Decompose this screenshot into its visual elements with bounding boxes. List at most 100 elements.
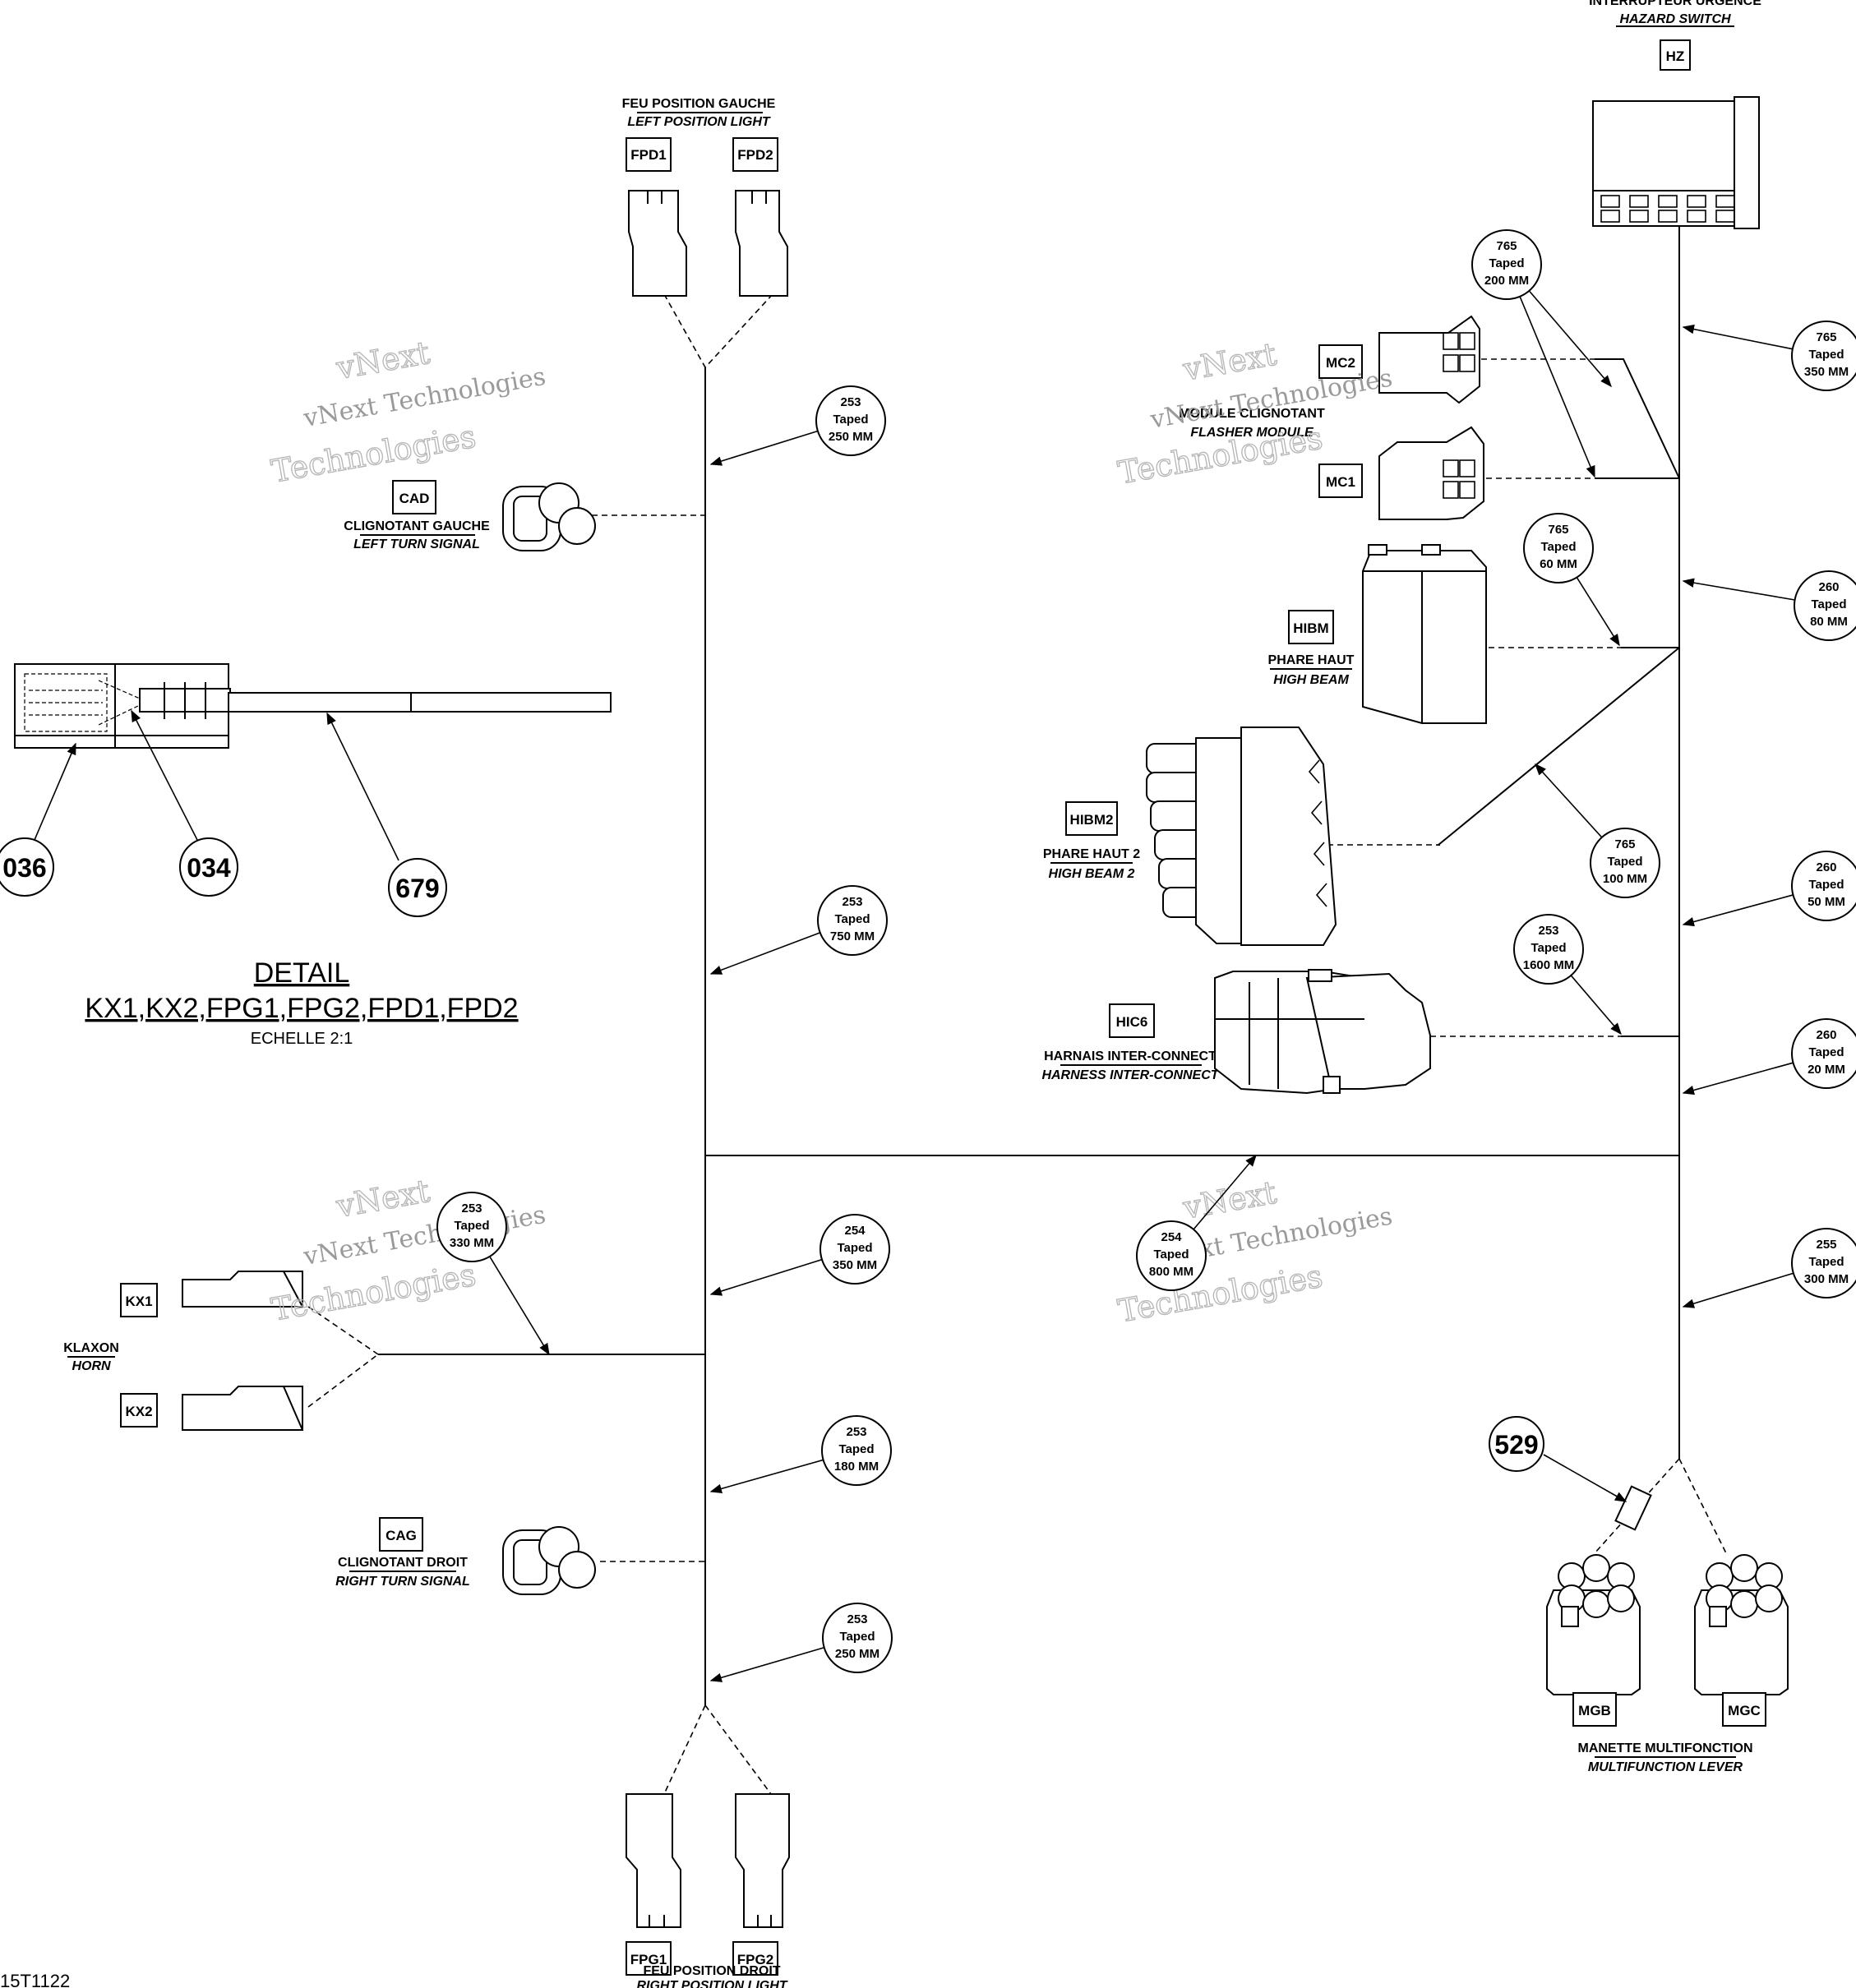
mc2-tag: MC2 <box>1326 355 1355 371</box>
main-harness <box>378 215 1680 1705</box>
kx2-tag: KX2 <box>125 1404 152 1419</box>
fpg-label-fr: FEU POSITION DROIT <box>643 1964 780 1978</box>
callout-wire-length: 350 MM <box>1804 365 1849 379</box>
hibm-label-en: HIGH BEAM <box>1273 673 1349 687</box>
cad-tag: CAD <box>399 491 430 506</box>
cad-label-en: LEFT TURN SIGNAL <box>353 537 480 551</box>
callout-wire-number: 253 <box>1538 924 1558 938</box>
hibm-tag: HIBM <box>1293 620 1328 636</box>
callout-wire-type: Taped <box>1153 1248 1189 1262</box>
detail-part-034-bubble <box>179 837 238 897</box>
detail-subtitle: KX1,KX2,FPG1,FPG2,FPD1,FPD2 <box>85 993 518 1024</box>
callout-leader <box>1682 1272 1794 1308</box>
callout-wire-length: 800 MM <box>1149 1265 1193 1279</box>
callout-leader <box>709 430 819 466</box>
fpg1-tag: FPG1 <box>630 1952 667 1967</box>
callout-leader <box>1193 1154 1257 1230</box>
multifunction-lever: MGB MGC MANETTE MULTIFONCTION MULTIFUNCT… <box>1489 1416 1789 1774</box>
hz-label-fr: INTERRUPTEUR URGENCE <box>1589 0 1761 8</box>
hz-label-en: HAZARD SWITCH <box>1619 12 1731 26</box>
mc-label-fr: MODULE CLIGNOTANT <box>1179 407 1325 421</box>
callout-wire-length: 1600 MM <box>1523 958 1575 972</box>
svg-text:vNext: vNext <box>333 1173 432 1225</box>
callout-wire-type: Taped <box>1808 1045 1844 1059</box>
hibm2-label-fr: PHARE HAUT 2 <box>1043 847 1140 861</box>
kx-label-en: HORN <box>72 1359 111 1373</box>
callout-wire-number: 260 <box>1816 860 1836 874</box>
callout-wire-type: Taped <box>1540 540 1576 554</box>
mc-label-en: FLASHER MODULE <box>1190 426 1314 440</box>
callout-wire-type: Taped <box>1531 941 1566 955</box>
dashed-links <box>307 293 1727 1795</box>
callout-leader <box>709 932 820 975</box>
callout-circle <box>1471 229 1542 300</box>
mgc-tag: MGC <box>1728 1703 1761 1718</box>
part-529-bubble <box>1489 1416 1544 1472</box>
svg-text:vNext: vNext <box>1180 336 1279 388</box>
callout-circle <box>436 1192 507 1262</box>
watermark-bottom-left: vNext vNext Technologies Technologies <box>268 1172 547 1328</box>
callout-wire-type: Taped <box>1808 348 1844 362</box>
high-beam: HIBM PHARE HAUT HIGH BEAM <box>1268 544 1487 724</box>
callout-wire-type: Taped <box>1808 1255 1844 1269</box>
part-529-clip <box>1614 1485 1652 1531</box>
callout-circle <box>1791 1228 1856 1298</box>
kx-label-fr: KLAXON <box>63 1341 119 1355</box>
callout-wire-number: 254 <box>844 1224 866 1238</box>
mc1-tag: MC1 <box>1326 474 1355 490</box>
callout-wire-number: 765 <box>1548 523 1568 537</box>
mg-label-en: MULTIFUNCTION LEVER <box>1588 1760 1743 1774</box>
callout-wire-length: 180 MM <box>834 1460 879 1474</box>
callout-wire-length: 350 MM <box>833 1258 877 1272</box>
cad-label-fr: CLIGNOTANT GAUCHE <box>344 519 490 533</box>
callout-circle <box>822 1603 893 1673</box>
callout-wire-type: Taped <box>833 413 868 427</box>
kx1-tag: KX1 <box>125 1294 152 1309</box>
detail-title: DETAIL <box>254 957 350 989</box>
callout-leader <box>709 1647 824 1682</box>
callout-wire-length: 20 MM <box>1808 1063 1845 1077</box>
hibm-label-fr: PHARE HAUT <box>1268 653 1355 667</box>
right-turn-signal: CAG CLIGNOTANT DROIT RIGHT TURN SIGNAL <box>335 1517 596 1595</box>
callout-wire-number: 253 <box>840 395 861 409</box>
callout-circle <box>1794 570 1856 641</box>
callout-leader <box>489 1256 550 1356</box>
callout-wire-length: 80 MM <box>1810 615 1848 629</box>
callout-leader <box>1682 324 1793 350</box>
cag-label-fr: CLIGNOTANT DROIT <box>338 1556 468 1570</box>
mgb-tag: MGB <box>1578 1703 1611 1718</box>
callout-wire-type: Taped <box>838 1442 874 1456</box>
hibm2-tag: HIBM2 <box>1070 812 1114 828</box>
callout-leader <box>1682 1062 1794 1095</box>
fpg2-tag: FPG2 <box>737 1952 773 1967</box>
callout-circle <box>1791 321 1856 391</box>
right-position-light: FPG1 FPG2 FEU POSITION DROIT RIGHT POSIT… <box>626 1793 790 1988</box>
hic6-label-fr: HARNAIS INTER-CONNECT <box>1044 1049 1217 1063</box>
callout-wire-number: 253 <box>846 1425 866 1439</box>
svg-text:vNext: vNext <box>1180 1174 1279 1226</box>
detail-part-036-bubble <box>0 837 54 897</box>
fpd2-tag: FPD2 <box>737 147 773 163</box>
high-beam-2: HIBM2 PHARE HAUT 2 HIGH BEAM 2 <box>1043 726 1337 946</box>
detail-part-679-bubble <box>388 858 447 917</box>
part-529-number: 529 <box>1494 1430 1538 1460</box>
callout-wire-length: 300 MM <box>1804 1272 1849 1286</box>
callout-wire-number: 765 <box>1614 837 1635 851</box>
left-position-light: FEU POSITION GAUCHE LEFT POSITION LIGHT … <box>622 97 788 297</box>
hibm2-label-en: HIGH BEAM 2 <box>1049 867 1135 881</box>
callout-wire-number: 253 <box>461 1202 482 1215</box>
hic6-tag: HIC6 <box>1116 1014 1148 1030</box>
